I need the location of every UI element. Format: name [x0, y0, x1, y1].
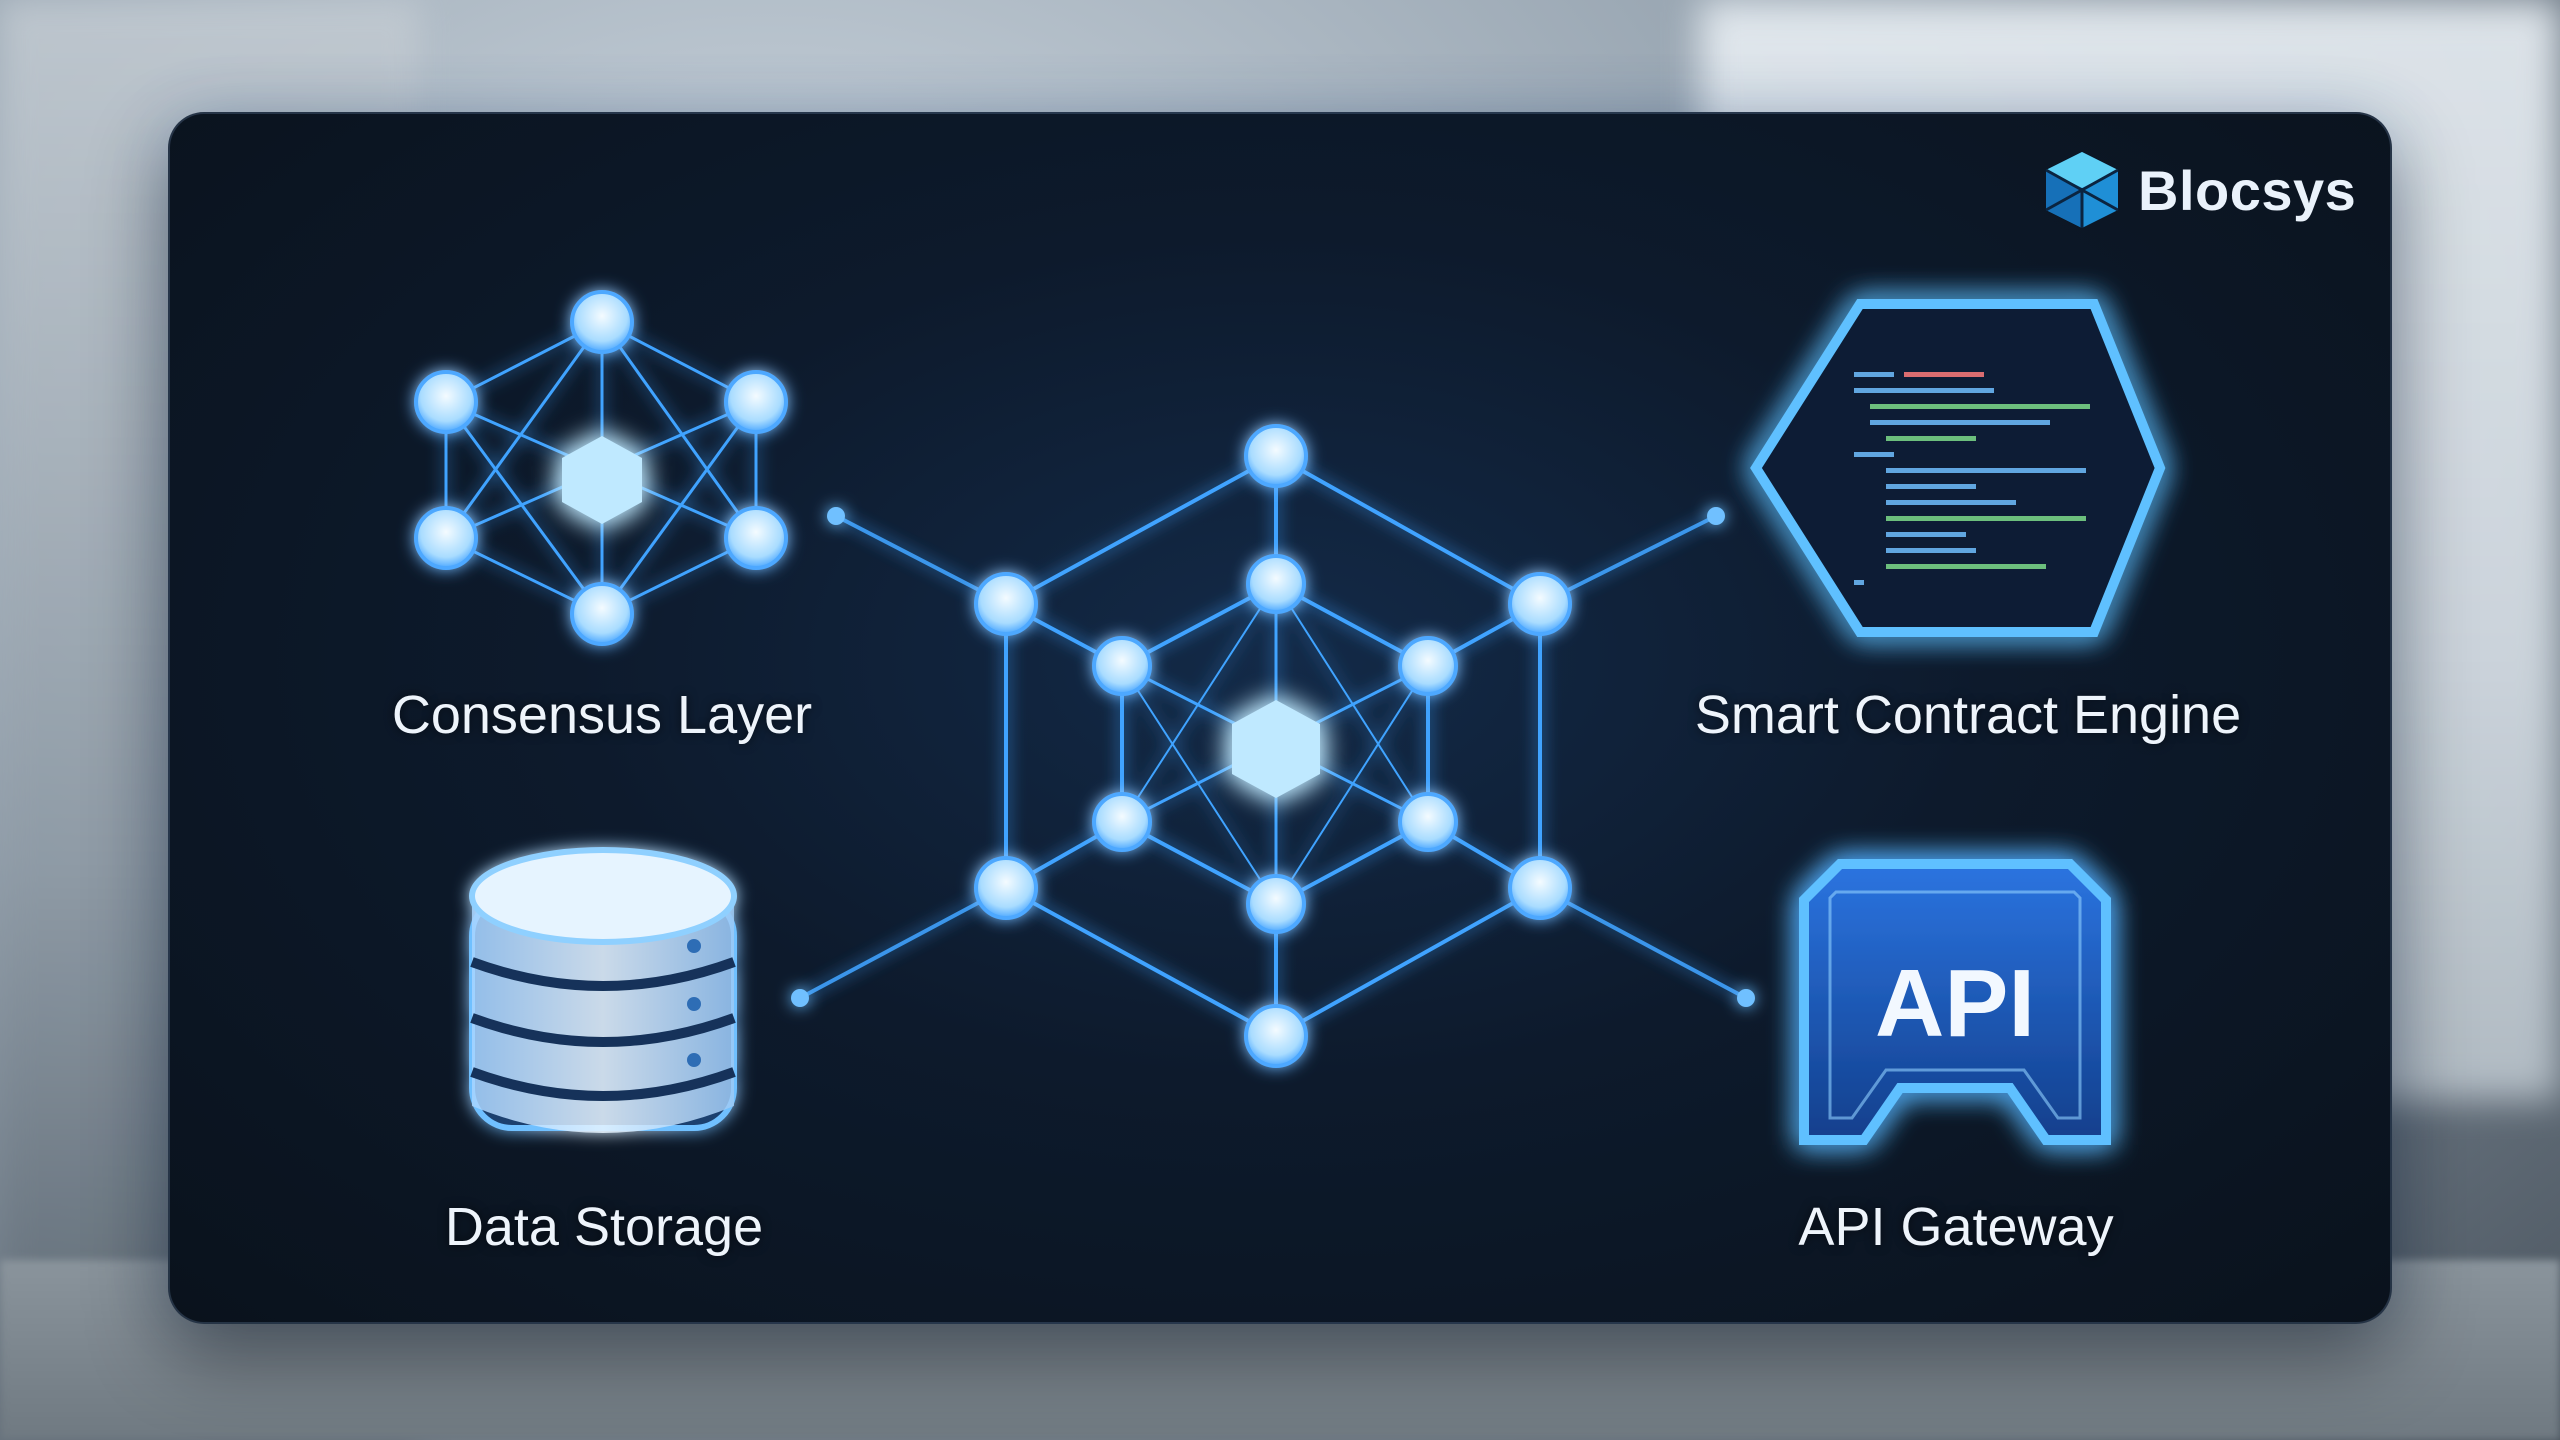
api-gateway-icon — [1799, 859, 2111, 1145]
label-smart-contract-engine: Smart Contract Engine — [1694, 685, 2242, 745]
database-icon — [469, 847, 737, 1133]
label-api-gateway: API Gateway — [1798, 1197, 2114, 1257]
cube-logo-icon — [2045, 152, 2119, 228]
api-badge-text: API — [1875, 950, 2035, 1057]
hexagon-code-icon — [1750, 299, 2166, 637]
brand-logo: Blocsys — [2040, 140, 2356, 240]
label-consensus-layer: Consensus Layer — [391, 685, 813, 745]
network-node-icon — [414, 290, 788, 646]
connector-endpoints — [791, 507, 1755, 1007]
central-hub-network — [974, 424, 1572, 1068]
connector-lines — [799, 514, 1747, 1000]
brand-name: Blocsys — [2138, 158, 2357, 222]
label-data-storage: Data Storage — [444, 1197, 764, 1257]
